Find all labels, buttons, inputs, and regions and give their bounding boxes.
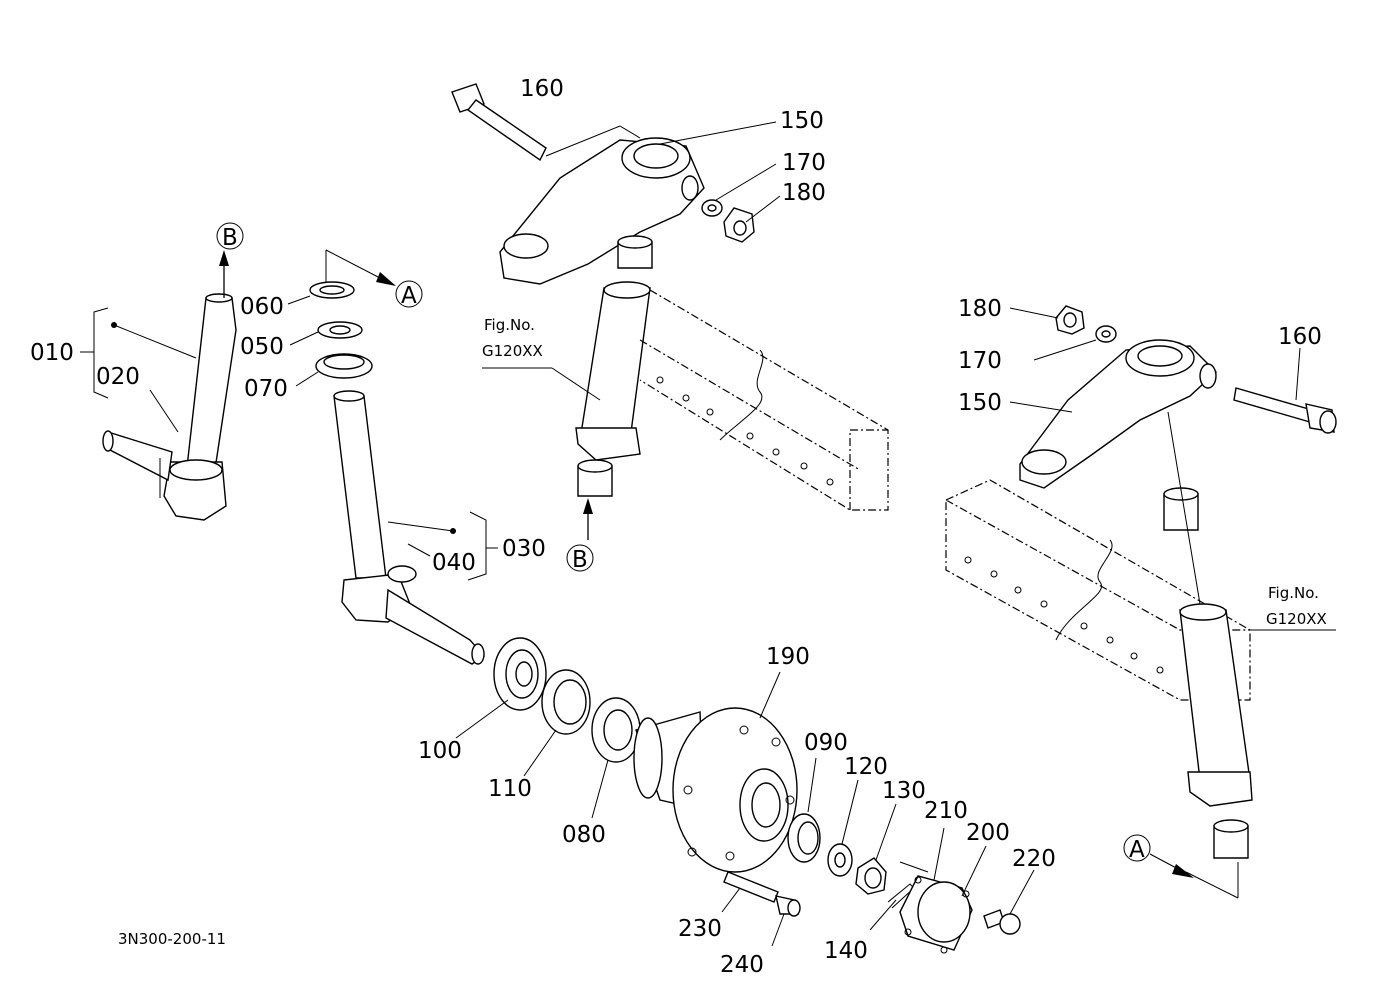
cap-210-200 bbox=[899, 875, 973, 954]
arm-150-top bbox=[499, 137, 705, 285]
label-120: 120 bbox=[844, 754, 888, 780]
ref-circle-a-top bbox=[395, 280, 423, 308]
beam-holes-center bbox=[656, 376, 834, 486]
bushing-bottom-center bbox=[577, 459, 613, 497]
label-090: 090 bbox=[804, 730, 848, 756]
bolt-220 bbox=[983, 909, 1021, 935]
label-100: 100 bbox=[418, 738, 462, 764]
label-140: 140 bbox=[824, 938, 868, 964]
label-170-top: 170 bbox=[782, 150, 826, 176]
label-020: 020 bbox=[96, 364, 140, 390]
washer-170-right bbox=[1095, 325, 1117, 343]
seal-070 bbox=[315, 353, 373, 379]
washer-060 bbox=[309, 281, 355, 299]
label-180-right: 180 bbox=[958, 296, 1002, 322]
label-200: 200 bbox=[966, 820, 1010, 846]
bracket-030 bbox=[467, 511, 487, 581]
beam-center bbox=[639, 289, 889, 511]
ref-label-b-bottom: B bbox=[572, 547, 588, 573]
bolt-160-right bbox=[1233, 387, 1337, 434]
bearing-080 bbox=[591, 697, 641, 763]
nut-240 bbox=[775, 895, 801, 917]
bolt-230 bbox=[723, 871, 779, 903]
ref-circle-a-bottom bbox=[1123, 834, 1151, 862]
seal-100 bbox=[493, 637, 547, 711]
arrow-up-icon-b bbox=[583, 498, 593, 514]
arrow-up-icon bbox=[219, 250, 229, 266]
nut-180-top bbox=[723, 207, 755, 243]
washer-170-top bbox=[701, 199, 723, 217]
label-160-top: 160 bbox=[520, 76, 564, 102]
label-050: 050 bbox=[240, 334, 284, 360]
label-060: 060 bbox=[240, 294, 284, 320]
ref-label-a-bottom: A bbox=[1129, 837, 1145, 863]
diagram-code: 3N300-200-11 bbox=[118, 930, 226, 948]
hub-190 bbox=[633, 707, 798, 873]
axle-center bbox=[575, 281, 651, 461]
ref-label-b-top: B bbox=[222, 225, 238, 251]
label-070: 070 bbox=[244, 376, 288, 402]
arrow-right-icon bbox=[376, 272, 396, 286]
collar-090 bbox=[787, 813, 821, 863]
arm-150-right bbox=[1019, 339, 1218, 489]
label-190: 190 bbox=[766, 644, 810, 670]
label-180-top: 180 bbox=[782, 180, 826, 206]
nut-180-right bbox=[1055, 305, 1085, 335]
label-170-right: 170 bbox=[958, 348, 1002, 374]
ref-circle-b-top bbox=[216, 222, 244, 250]
axle-right bbox=[1179, 603, 1253, 807]
fig-ref-left-line1: Fig.No. bbox=[484, 316, 535, 334]
ref-label-a-top: A bbox=[401, 283, 417, 309]
pin-140 bbox=[887, 883, 915, 909]
bushing-bottom-right bbox=[1213, 819, 1249, 859]
beam-right bbox=[945, 479, 1251, 701]
label-130: 130 bbox=[882, 778, 926, 804]
label-110: 110 bbox=[488, 776, 532, 802]
beam-holes-right bbox=[964, 556, 1164, 674]
washer-050 bbox=[317, 321, 363, 339]
bushing-top bbox=[617, 235, 653, 269]
fig-ref-right-line2: G120XX bbox=[1266, 610, 1327, 628]
label-030: 030 bbox=[502, 536, 546, 562]
label-010: 010 bbox=[30, 340, 74, 366]
fig-ref-left-line2: G120XX bbox=[482, 342, 543, 360]
knuckle-030 bbox=[333, 390, 486, 665]
label-150-right: 150 bbox=[958, 390, 1002, 416]
label-230: 230 bbox=[678, 916, 722, 942]
bushing-top-right bbox=[1163, 487, 1199, 531]
label-150-top: 150 bbox=[780, 108, 824, 134]
label-210: 210 bbox=[924, 798, 968, 824]
label-080: 080 bbox=[562, 822, 606, 848]
label-040: 040 bbox=[432, 550, 476, 576]
label-240: 240 bbox=[720, 952, 764, 978]
arrow-right-icon-a bbox=[1172, 864, 1194, 878]
nut-130 bbox=[855, 857, 887, 895]
fig-ref-right-line1: Fig.No. bbox=[1268, 584, 1319, 602]
washer-120 bbox=[827, 843, 853, 877]
bolt-160-top bbox=[451, 83, 547, 162]
bearing-110 bbox=[541, 669, 591, 735]
label-220: 220 bbox=[1012, 846, 1056, 872]
label-160-right: 160 bbox=[1278, 324, 1322, 350]
knuckle-010 bbox=[102, 293, 237, 521]
ref-circle-b-bottom bbox=[566, 544, 594, 572]
